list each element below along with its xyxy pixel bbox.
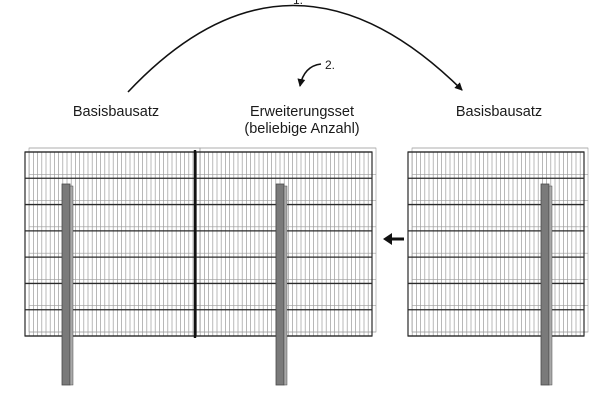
label-erweiterungsset-line1: Erweiterungsset — [250, 104, 354, 120]
step-1-label: 1. — [293, 0, 304, 7]
curved-arrow-step-2 — [297, 63, 322, 87]
label-erweiterungsset-line2: (beliebige Anzahl) — [244, 121, 360, 137]
gabion-panel-left-base — [24, 147, 201, 337]
arrow-left-icon — [383, 233, 404, 245]
post-middle — [275, 183, 288, 386]
arc-arrow-step-1 — [127, 4, 463, 93]
post-left — [61, 183, 74, 386]
gabion-panel-right-base — [407, 147, 589, 337]
label-left-basisbausatz: Basisbausatz — [72, 104, 160, 120]
step-2-label: 2. — [325, 58, 336, 72]
label-erweiterungsset: Erweiterungsset (beliebige Anzahl) — [222, 104, 382, 138]
label-right-basisbausatz: Basisbausatz — [455, 104, 543, 120]
post-right — [540, 183, 553, 386]
